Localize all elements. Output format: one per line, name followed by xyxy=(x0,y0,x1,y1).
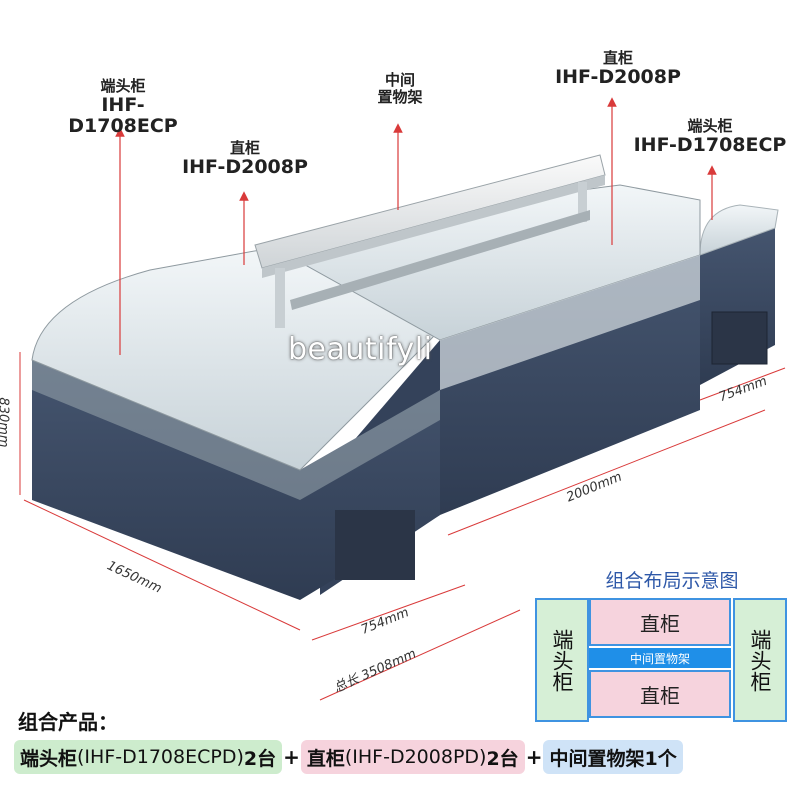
callout-model: IHF-D1708ECP xyxy=(633,133,787,156)
combo-item-end-cabinet: 端头柜 (IHF-D1708ECPD) 2台 xyxy=(14,740,283,774)
watermark-text: beautifyli xyxy=(288,332,433,367)
callout-model: IHF-D2008P xyxy=(182,155,308,178)
callout-middle-shelf: 中间 置物架 xyxy=(350,72,450,106)
combo-item-model: (IHF-D2008PD) xyxy=(344,746,487,768)
callout-label: 端头柜 xyxy=(100,77,146,95)
layout-diagram: 端头柜 直柜 中间置物架 直柜 端头柜 xyxy=(535,598,787,722)
layout-shelf: 中间置物架 xyxy=(589,648,731,668)
dimension-height: 830mm xyxy=(0,397,11,448)
combo-item-name: 中间置物架 xyxy=(549,747,645,770)
callout-straight-cabinet-left: 直柜 IHF-D2008P xyxy=(170,140,320,178)
callout-label: 直柜 xyxy=(602,49,633,67)
combo-title: 组合产品： xyxy=(18,710,118,734)
dimension-lines xyxy=(19,352,786,701)
combo-plus: + xyxy=(525,745,543,769)
combo-item-straight-cabinet: 直柜 (IHF-D2008PD) 2台 xyxy=(300,740,525,774)
combo-item-name: 直柜 xyxy=(306,747,345,770)
middle-shelf xyxy=(254,154,606,328)
callout-line2: 置物架 xyxy=(377,87,423,106)
combo-item-qty: 1个 xyxy=(644,747,677,770)
layout-diagram-title: 组合布局示意图 xyxy=(605,570,739,592)
right-end-cabinet xyxy=(699,204,779,385)
layout-end-cabinet-left: 端头柜 xyxy=(535,598,589,722)
layout-bottom-cabinet: 直柜 xyxy=(589,670,731,718)
callout-arrows xyxy=(115,97,717,355)
left-end-cabinet xyxy=(32,360,440,600)
combo-item-qty: 2台 xyxy=(243,747,277,770)
combo-item-middle-shelf: 中间置物架 1个 xyxy=(543,740,683,774)
callout-model: IHF-D2008P xyxy=(555,65,681,88)
combo-item-model: (IHF-D1708ECPD) xyxy=(77,746,244,768)
callout-label: 端头柜 xyxy=(687,117,733,135)
callout-line1: 中间 xyxy=(384,71,415,89)
combo-plus: + xyxy=(283,745,300,769)
combo-row: 端头柜 (IHF-D1708ECPD) 2台 + 直柜 (IHF-D2008PD… xyxy=(14,740,683,774)
layout-middle-column: 直柜 中间置物架 直柜 xyxy=(589,598,731,722)
callout-end-cabinet-right: 端头柜 IHF-D1708ECP xyxy=(630,118,790,156)
combo-item-qty: 2台 xyxy=(486,747,519,770)
callout-straight-cabinet-right: 直柜 IHF-D2008P xyxy=(548,50,688,88)
layout-end-cabinet-right: 端头柜 xyxy=(733,598,787,722)
combo-item-name: 端头柜 xyxy=(20,747,78,770)
callout-label: 直柜 xyxy=(229,139,260,157)
callout-end-cabinet-left: 端头柜 IHF-D1708ECP xyxy=(48,78,198,137)
layout-top-cabinet: 直柜 xyxy=(589,598,731,646)
callout-model: IHF-D1708ECP xyxy=(68,93,178,138)
